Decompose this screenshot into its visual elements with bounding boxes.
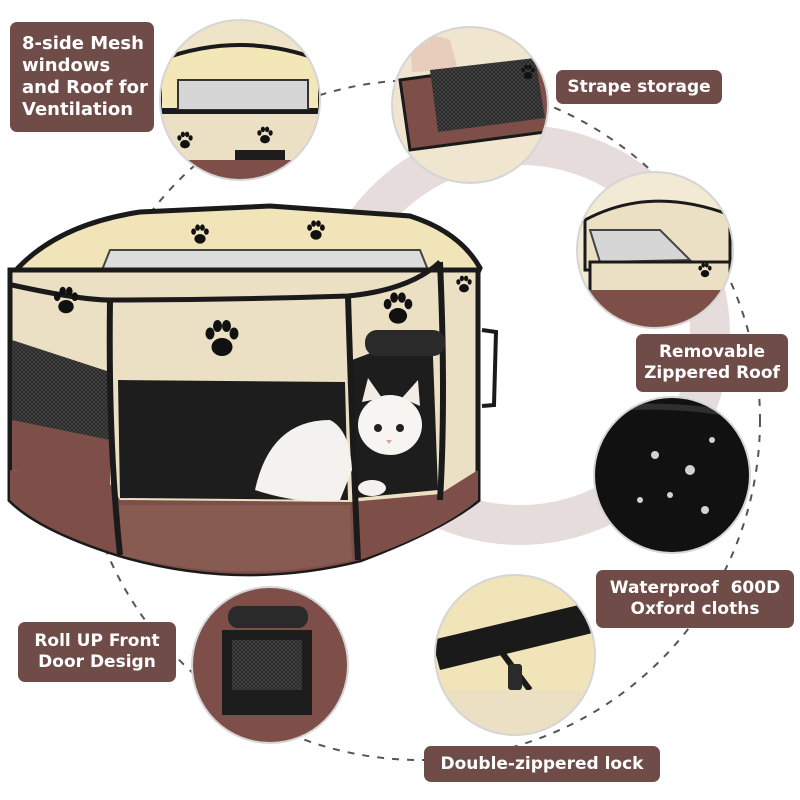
feature-text: Removable — [658, 342, 766, 363]
feature-text: Strape storage — [567, 76, 711, 97]
feature-text: Oxford cloths — [630, 599, 760, 619]
detail-double-zipper — [435, 575, 595, 735]
feature-text: Double-zippered lock — [440, 753, 644, 774]
kitten — [255, 378, 422, 502]
feature-label-strape-storage: Strape storage — [556, 70, 722, 104]
feature-text: and Roof for — [22, 77, 148, 98]
detail-waterproof — [594, 397, 750, 553]
detail-strape-storage — [392, 27, 548, 183]
detail-mesh-roof — [160, 20, 320, 180]
feature-label-waterproof: Waterproof 600D Oxford cloths — [596, 570, 794, 628]
feature-text: Door Design — [38, 652, 156, 672]
feature-text: 8-side Mesh — [22, 33, 144, 55]
detail-removable-roof — [577, 172, 733, 328]
feature-text: Ventilation — [22, 98, 134, 120]
feature-text: windows — [22, 55, 111, 77]
main-playpen — [7, 203, 499, 577]
detail-rollup-door — [192, 587, 348, 743]
feature-label-double-zipper: Double-zippered lock — [424, 746, 660, 782]
feature-text: Zippered Roof — [644, 363, 780, 383]
feature-label-removable-roof: Removable Zippered Roof — [636, 334, 788, 392]
feature-text: Waterproof 600D — [609, 578, 781, 599]
feature-text: Roll UP Front — [34, 631, 160, 652]
feature-label-rollup-door: Roll UP Front Door Design — [18, 622, 176, 682]
feature-label-mesh-windows: 8-side Mesh windows and Roof for Ventila… — [10, 22, 154, 132]
